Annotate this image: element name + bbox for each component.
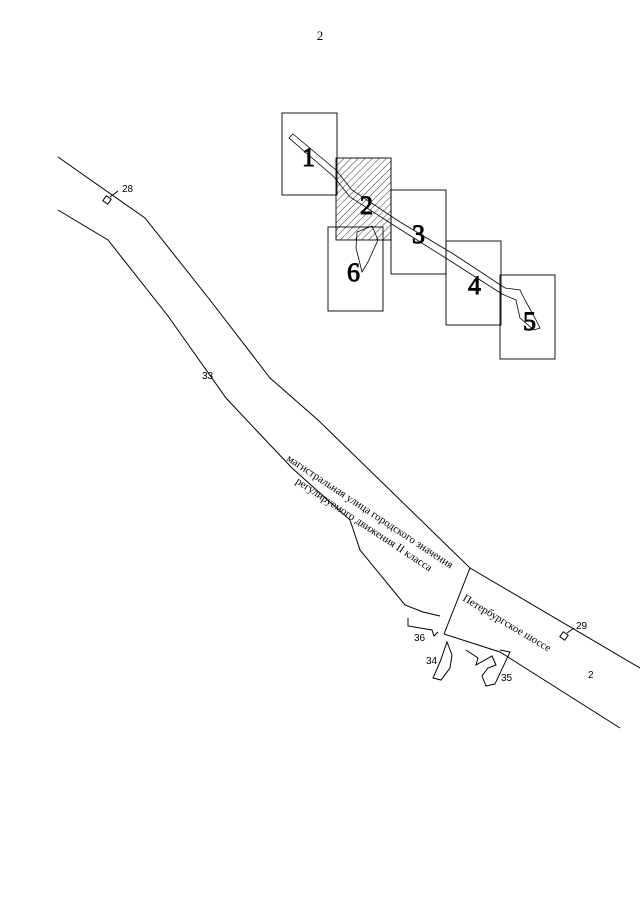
sheet-frame-5[interactable]: [499, 274, 556, 360]
sheet-label-3: 3: [412, 220, 425, 249]
sheet-label-1: 1: [302, 143, 315, 172]
sheet-label-6: 6: [347, 258, 360, 287]
street-main-name-line2: регулируемого движения II класса: [293, 475, 434, 574]
benchmark-29-leader: [566, 627, 575, 634]
sheet-label-5: 5: [523, 307, 536, 336]
label-35: 35: [501, 673, 513, 684]
label-33: 33: [202, 371, 214, 382]
benchmark-28-leader: [109, 190, 119, 198]
structure-36[interactable]: [407, 618, 439, 637]
page-number: 2: [316, 28, 324, 43]
benchmark-28-marker[interactable]: [102, 195, 112, 205]
road-boundary-lower-east: [443, 633, 621, 729]
label-34: 34: [426, 656, 438, 667]
street-segment-divider: [443, 567, 471, 635]
benchmark-29-marker[interactable]: [559, 631, 569, 641]
sheet-label-4: 4: [468, 271, 481, 300]
label-36: 36: [414, 633, 426, 644]
sheet-frame-4[interactable]: [445, 240, 502, 326]
label-29: 29: [576, 621, 588, 632]
road-corridor: [57, 156, 640, 729]
label-2: 2: [588, 670, 594, 681]
street-petersburg-name: Петербургское шоссе: [460, 592, 553, 654]
sheet-frame-6[interactable]: [327, 226, 384, 312]
sheet-frame-1[interactable]: [281, 112, 338, 196]
structure-34[interactable]: [432, 640, 453, 681]
sheet-label-2: 2: [360, 191, 373, 220]
sheet-frame-3[interactable]: [390, 189, 447, 275]
label-28: 28: [122, 184, 134, 195]
index-side-parcel: [355, 225, 379, 274]
sheet-index-map: 1 2 3 4 5 6: [281, 112, 556, 360]
structure-35[interactable]: [465, 649, 511, 687]
road-boundary-lower: [57, 209, 441, 617]
index-route-strip: [288, 133, 541, 331]
